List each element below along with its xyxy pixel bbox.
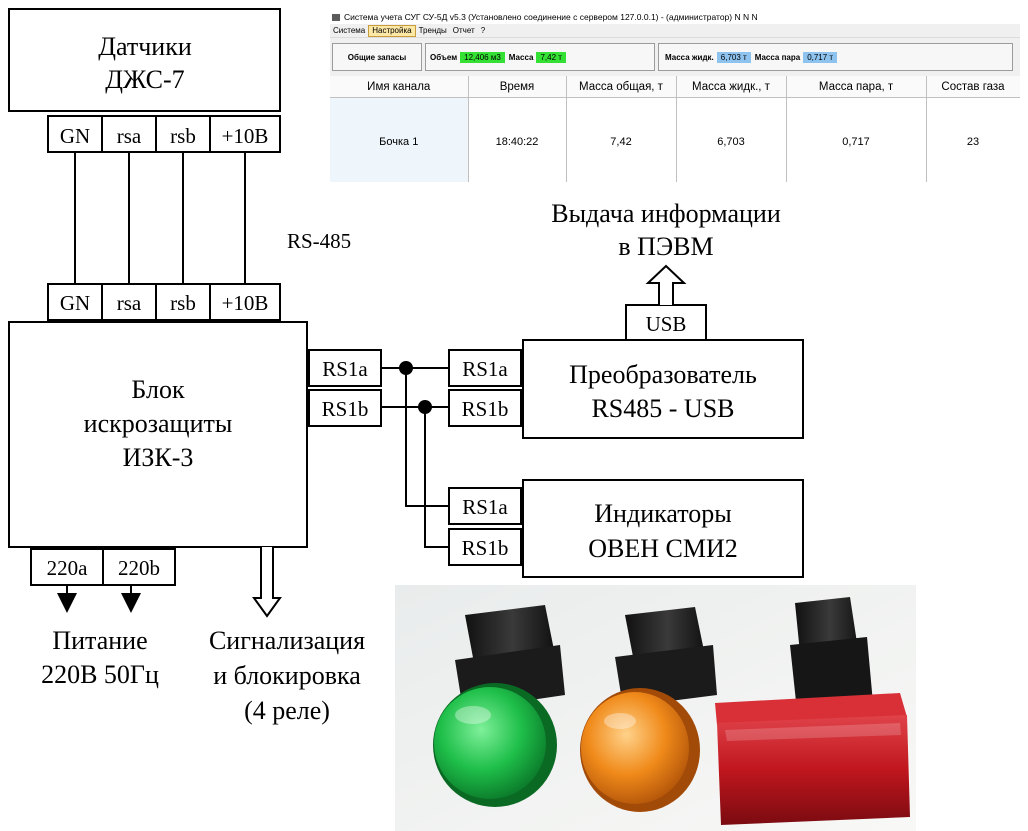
barrier-title-2: искрозащиты xyxy=(84,409,233,438)
vapor-mass-label: Масса пара xyxy=(754,52,801,62)
vapor-mass-value: 0,717 т xyxy=(803,51,838,63)
junction-dot-b xyxy=(418,400,432,414)
table-row[interactable]: Бочка 1 18:40:22 7,42 6,703 0,717 23 xyxy=(330,97,1020,182)
header-channel-name[interactable]: Имя канала xyxy=(330,76,469,98)
menu-item-system[interactable]: Система xyxy=(333,26,366,35)
menu-item-trends[interactable]: Тренды xyxy=(418,26,447,35)
header-vapor-mass[interactable]: Масса пара, т xyxy=(786,76,927,98)
app-icon xyxy=(332,13,340,21)
pc-output-label-1: Выдача информации xyxy=(551,199,781,228)
converter-pin-rs1a: RS1a xyxy=(462,357,508,381)
barrier-pin-rs1a: RS1a xyxy=(322,357,368,381)
window-title: Система учета СУГ СУ-5Д v5.3 (Установлен… xyxy=(344,12,758,22)
sensors-title: Датчики xyxy=(98,32,192,61)
sensors-model: ДЖС-7 xyxy=(105,65,184,94)
power-pin-220a: 220a xyxy=(47,556,89,580)
volume-value: 12,406 м3 xyxy=(460,51,505,63)
junction-dot-a xyxy=(399,361,413,375)
barrier-pin-rsa: rsa xyxy=(117,291,142,315)
indicator-pin-rs1b: RS1b xyxy=(462,536,509,560)
usb-pin: USB xyxy=(646,312,687,336)
barrier-pin-gn: GN xyxy=(60,291,90,315)
volume-label: Объем xyxy=(430,52,458,62)
liquid-mass-label: Масса жидк. xyxy=(665,52,714,62)
indicator-lamps-photo xyxy=(395,585,916,831)
channels-table: Имя канала Время Масса общая, т Масса жи… xyxy=(330,76,1020,182)
mass-value: 7,42 т xyxy=(536,51,566,63)
rs485-label: RS-485 xyxy=(287,229,351,253)
rs1-bus-wires xyxy=(381,367,449,548)
barrier-pins: GN rsa rsb +10В xyxy=(47,283,281,321)
window-titlebar: Система учета СУГ СУ-5Д v5.3 (Установлен… xyxy=(330,10,1020,24)
indicator-pin-rs1a: RS1a xyxy=(462,495,508,519)
menu-bar: Система Настройка Тренды Отчет ? xyxy=(330,24,1020,38)
barrier-pin-10v: +10В xyxy=(222,291,269,315)
cell-vapor-mass: 0,717 xyxy=(786,97,927,182)
header-gas-composition[interactable]: Состав газа xyxy=(926,76,1020,98)
indicator-title: Индикаторы xyxy=(594,499,731,528)
pc-output-label-2: в ПЭВМ xyxy=(618,232,713,261)
relay-output-arrow xyxy=(252,547,282,618)
signal-label-2: и блокировка xyxy=(213,661,361,690)
sensor-pin-10v: +10В xyxy=(222,124,269,148)
cell-channel-name: Бочка 1 xyxy=(330,97,469,182)
converter-pin-rs1b: RS1b xyxy=(462,397,509,421)
cell-liquid-mass: 6,703 xyxy=(676,97,787,182)
sensor-pins: GN rsa rsb +10В xyxy=(47,115,281,153)
power-label-1: Питание xyxy=(52,626,147,655)
sensor-pin-gn: GN xyxy=(60,124,90,148)
sensors-block xyxy=(8,8,281,112)
header-total-mass[interactable]: Масса общая, т xyxy=(566,76,677,98)
liquid-mass-value: 6,703 т xyxy=(716,51,751,63)
barrier-model: ИЗК-3 xyxy=(123,443,194,472)
barrier-pin-rsb: rsb xyxy=(170,291,196,315)
menu-item-settings[interactable]: Настройка xyxy=(368,25,416,37)
orange-lamp xyxy=(580,607,717,812)
indicator-block xyxy=(522,479,804,578)
barrier-title-1: Блок xyxy=(131,375,185,404)
converter-model: RS485 - USB xyxy=(591,394,734,423)
summary-label: Общие запасы xyxy=(347,52,407,62)
summary-liquid-vapor: Масса жидк. 6,703 т Масса пара 0,717 т xyxy=(658,43,1013,71)
power-label-2: 220В 50Гц xyxy=(41,660,159,689)
indicator-model: ОВЕН СМИ2 xyxy=(588,534,738,563)
signal-label-1: Сигнализация xyxy=(209,626,365,655)
cell-total-mass: 7,42 xyxy=(566,97,677,182)
barrier-pin-rs1b: RS1b xyxy=(322,397,369,421)
cell-time: 18:40:22 xyxy=(495,136,539,148)
menu-item-help[interactable]: ? xyxy=(480,26,486,35)
sensor-pin-rsa: rsa xyxy=(117,124,142,148)
power-pin-220b: 220b xyxy=(118,556,160,580)
summary-volume-mass: Объем 12,406 м3 Масса 7,42 т xyxy=(425,43,655,71)
usb-output-arrow xyxy=(645,264,687,305)
rs485-wires xyxy=(74,152,246,284)
red-rectangular-lamp xyxy=(715,597,910,825)
menu-item-report[interactable]: Отчет xyxy=(452,26,475,35)
header-time[interactable]: Время xyxy=(468,76,567,98)
converter-block xyxy=(522,339,804,439)
cell-time-wrap: 18:40:22 xyxy=(468,97,567,182)
header-liquid-mass[interactable]: Масса жидк., т xyxy=(676,76,787,98)
converter-title: Преобразователь xyxy=(569,360,757,389)
barrier-block xyxy=(8,321,308,548)
software-window: Система учета СУГ СУ-5Д v5.3 (Установлен… xyxy=(330,10,1020,182)
signal-label-3: (4 реле) xyxy=(244,696,330,725)
green-lamp xyxy=(433,605,565,807)
summary-panel: Общие запасы Объем 12,406 м3 Масса 7,42 … xyxy=(330,38,1020,76)
summary-label-box: Общие запасы xyxy=(332,43,422,71)
sensor-pin-rsb: rsb xyxy=(170,124,196,148)
cell-gas-composition: 23 xyxy=(926,97,1020,182)
table-header-row: Имя канала Время Масса общая, т Масса жи… xyxy=(330,76,1020,98)
mass-label: Масса xyxy=(508,52,534,62)
